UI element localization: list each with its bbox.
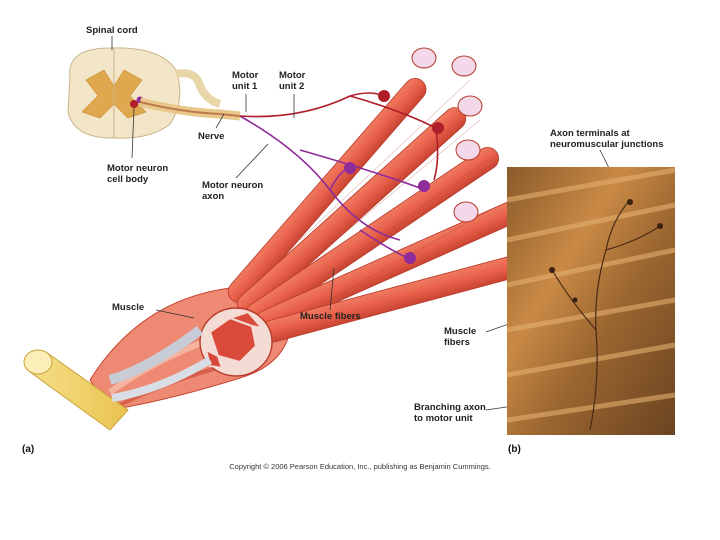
label-motor-unit-1: Motor unit 1 xyxy=(232,70,258,92)
micrograph-panel xyxy=(506,167,676,435)
tendon xyxy=(23,326,213,431)
label-muscle-fibers-a: Muscle fibers xyxy=(300,311,361,322)
label-motor-unit-1-line1: Motor xyxy=(232,70,259,81)
label-axon-terminals-line1: Axon terminals at xyxy=(550,128,630,139)
motor-unit-1-junctions xyxy=(344,162,430,264)
nerve xyxy=(138,97,241,121)
label-motor-neuron-cell-body: Motor neuron cell body xyxy=(107,163,168,185)
label-muscle: Muscle xyxy=(112,302,145,313)
label-cell-body-line2: cell body xyxy=(107,174,149,185)
label-branching-axon: Branching axon to motor unit xyxy=(414,402,486,424)
muscle-fibers xyxy=(227,47,524,343)
label-motor-unit-1-line2: unit 1 xyxy=(232,81,258,92)
label-muscle-fibers-b: Muscle fibers xyxy=(444,326,476,348)
label-cell-body-line1: Motor neuron xyxy=(107,163,169,174)
label-branching-axon-line1: Branching axon xyxy=(414,402,486,413)
label-axon-terminals-line2: neuromuscular junctions xyxy=(550,139,664,150)
label-motor-neuron-axon: Motor neuron axon xyxy=(202,180,263,202)
panel-label-b: (b) xyxy=(508,444,521,455)
spinal-cord xyxy=(67,47,222,139)
muscle-cross-section xyxy=(199,307,273,377)
label-nerve: Nerve xyxy=(198,131,225,142)
motor-unit-2-junctions xyxy=(378,90,444,134)
label-axon-terminals: Axon terminals at neuromuscular junction… xyxy=(550,128,664,150)
label-spinal-cord: Spinal cord xyxy=(86,25,138,36)
label-muscle-fibers-b-line2: fibers xyxy=(444,337,470,348)
label-axon-line1: Motor neuron xyxy=(202,180,264,191)
copyright-notice: Copyright © 2006 Pearson Education, Inc.… xyxy=(229,462,491,471)
label-motor-unit-2-line2: unit 2 xyxy=(279,81,305,92)
panel-label-a: (a) xyxy=(22,444,35,455)
label-motor-unit-2-line1: Motor xyxy=(279,70,306,81)
label-muscle-fibers-b-line1: Muscle xyxy=(444,326,477,337)
label-branching-axon-line2: to motor unit xyxy=(414,413,473,424)
label-axon-line2: axon xyxy=(202,191,225,202)
label-motor-unit-2: Motor unit 2 xyxy=(279,70,305,92)
